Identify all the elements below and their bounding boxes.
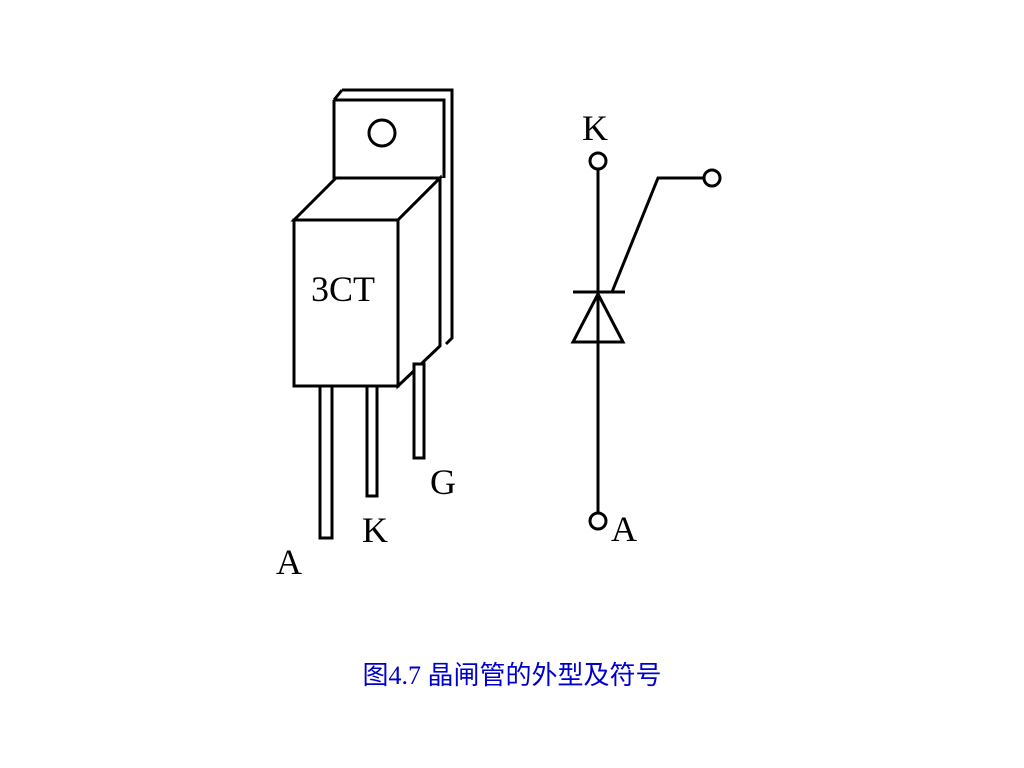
symbol-terminal-top [588,151,608,171]
symbol-terminal-gate [702,168,722,188]
thyristor-symbol [570,151,722,531]
symbol-gate-lead [610,176,704,293]
lead-anode [318,384,334,540]
symbol-label-bottom: A [611,509,637,549]
lead-cathode [365,384,379,498]
heatsink-tab [332,89,446,180]
figure-caption: 图4.7 晶闸管的外型及符号 [362,661,662,690]
symbol-triangle [570,290,626,344]
mounting-hole [367,118,397,148]
lead-gate [412,362,426,460]
symbol-terminal-bottom [588,511,608,531]
symbol-label-top: K [582,108,608,148]
heatsink-tab-back [342,88,454,346]
body-front-face [292,218,400,388]
pin-label-cathode: K [362,510,388,550]
pin-label-anode: A [276,542,302,582]
thyristor-package [290,88,454,540]
pin-label-gate: G [430,462,456,502]
package-marking: 3CT [311,269,375,309]
